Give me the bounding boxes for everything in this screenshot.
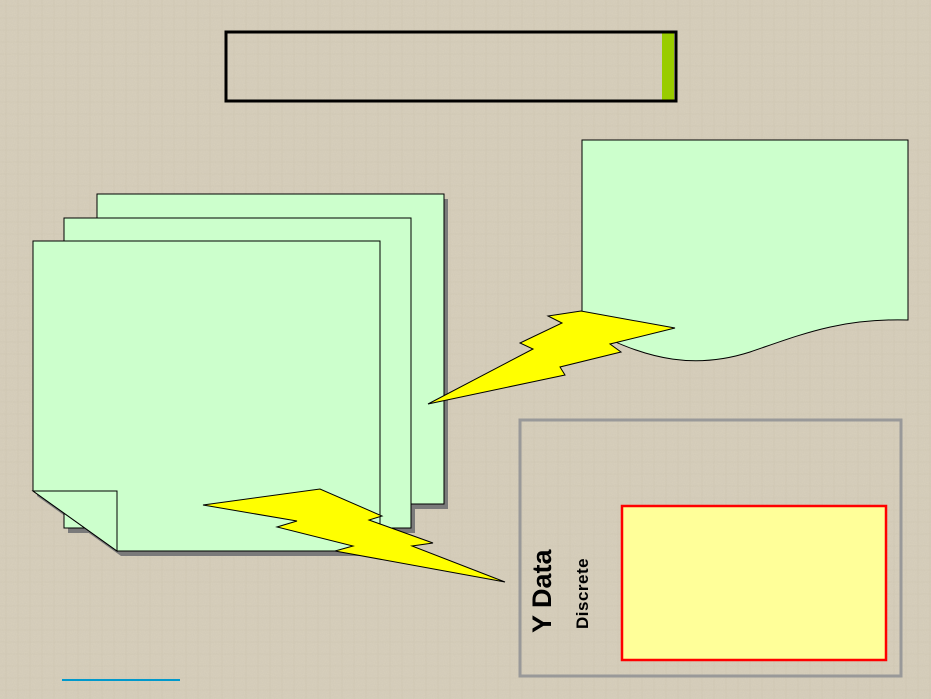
discrete-note-box bbox=[620, 504, 888, 662]
title-accent-bar bbox=[662, 33, 674, 100]
lightning-bolt-icon bbox=[427, 310, 676, 405]
y-data-label: Y Data bbox=[527, 549, 557, 633]
wavy-document-icon bbox=[581, 139, 909, 362]
page-front bbox=[32, 240, 381, 552]
discrete-label: Discrete bbox=[573, 557, 592, 629]
y-data-panel bbox=[518, 418, 903, 678]
page-fold bbox=[31, 490, 118, 552]
stacked-pages-icon bbox=[31, 193, 448, 556]
lightning-bolt-icon bbox=[202, 488, 506, 583]
title-box bbox=[224, 30, 678, 103]
